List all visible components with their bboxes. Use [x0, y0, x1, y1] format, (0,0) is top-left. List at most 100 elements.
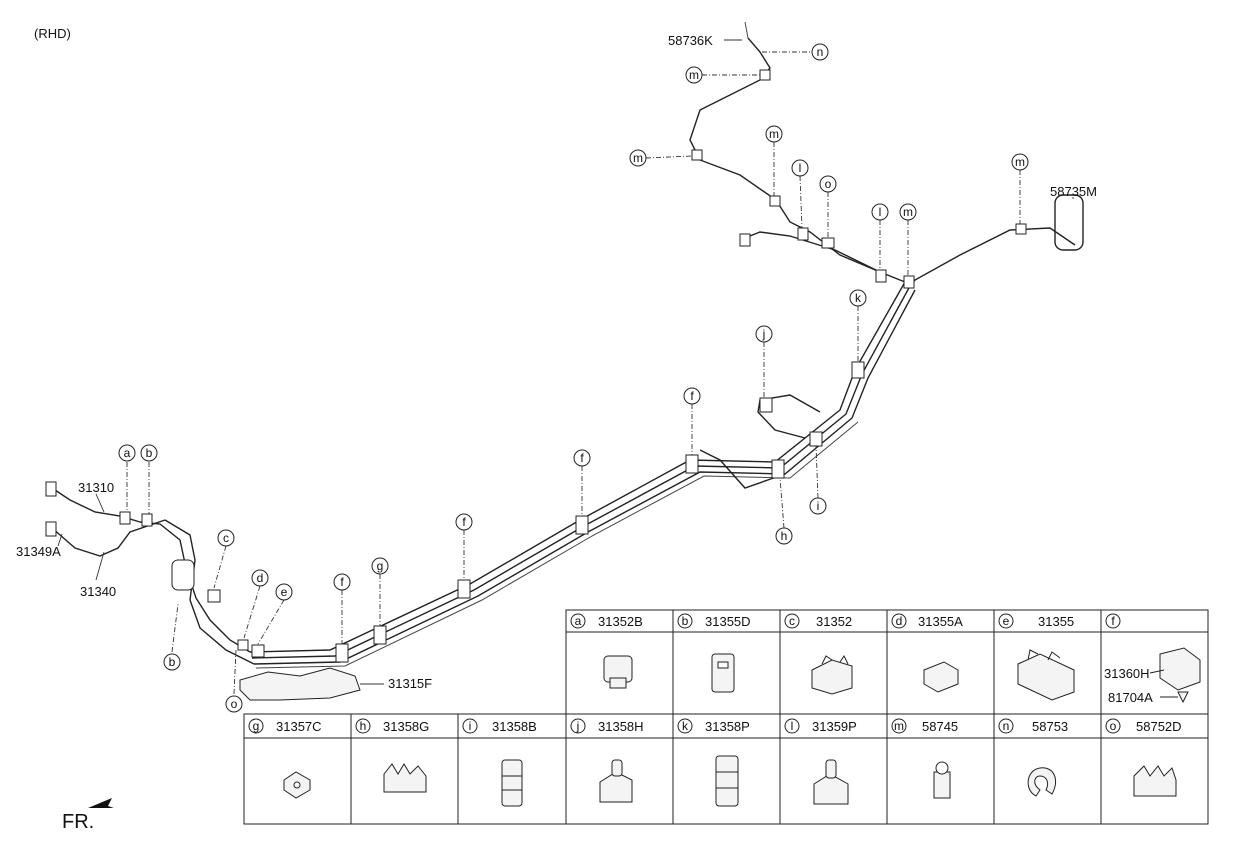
callout-d: d — [251, 569, 269, 587]
callout-b2: b — [163, 653, 181, 671]
clip-k — [851, 361, 865, 379]
svg-text:31358H: 31358H — [598, 719, 644, 734]
callout-c: c — [217, 529, 235, 547]
table-cell-e: e 31355 — [998, 613, 1075, 701]
svg-text:58745: 58745 — [922, 719, 958, 734]
callout-j: j — [755, 325, 773, 343]
svg-text:l: l — [799, 161, 802, 175]
svg-text:g: g — [253, 719, 260, 733]
label-31340: 31340 — [80, 584, 116, 599]
label-31310: 31310 — [78, 480, 114, 495]
svg-text:c: c — [789, 614, 795, 628]
clip-f4 — [685, 454, 699, 474]
callout-f4: f — [683, 387, 701, 405]
svg-text:d: d — [896, 614, 903, 628]
svg-text:31357C: 31357C — [276, 719, 322, 734]
clip-m5 — [1015, 223, 1027, 235]
callout-a: a — [118, 444, 136, 462]
clip-f3 — [575, 515, 589, 535]
svg-text:m: m — [689, 68, 699, 82]
svg-text:b: b — [682, 614, 689, 628]
svg-text:m: m — [1015, 155, 1025, 169]
svg-text:31355: 31355 — [1038, 614, 1074, 629]
table-cell-h: h 31358G — [355, 718, 429, 793]
svg-text:m: m — [903, 205, 913, 219]
svg-text:31358G: 31358G — [383, 719, 429, 734]
clip-f2 — [457, 579, 471, 599]
callout-m5: m — [1011, 153, 1029, 171]
svg-text:d: d — [257, 571, 264, 585]
svg-text:f: f — [340, 575, 344, 589]
clip-f1 — [335, 643, 349, 663]
svg-text:31359P: 31359P — [812, 719, 857, 734]
label-31349A: 31349A — [16, 544, 61, 559]
svg-text:k: k — [682, 719, 689, 733]
clip-g — [373, 625, 387, 645]
table-cell-d: d 31355A — [891, 613, 963, 693]
part-leaders — [57, 39, 1074, 685]
callout-i: i — [809, 497, 827, 515]
svg-text:n: n — [1003, 719, 1010, 733]
callout-f2: f — [455, 513, 473, 531]
table-cell-g: g 31357C — [248, 718, 322, 799]
table-cell-j: j 31358H — [570, 718, 644, 803]
callout-m3: m — [765, 125, 783, 143]
clip-a — [119, 511, 131, 525]
callout-k: k — [849, 289, 867, 307]
callout-e: e — [275, 583, 293, 601]
callout-l1: l — [871, 203, 889, 221]
table-cell-m: m 58745 — [891, 718, 958, 799]
callout-l2: l — [791, 159, 809, 177]
clip-h — [771, 459, 785, 479]
table-cell-c: c 31352 — [784, 613, 853, 695]
callouts: a b c d e f g f f f h i j k l l o m m m … — [118, 43, 1029, 713]
pipe-clips — [119, 69, 1027, 663]
svg-text:j: j — [576, 719, 580, 733]
svg-text:f: f — [462, 515, 466, 529]
svg-text:58752D: 58752D — [1136, 719, 1182, 734]
svg-text:58753: 58753 — [1032, 719, 1068, 734]
hose-loop-58735M — [1054, 194, 1084, 251]
svg-text:31352B: 31352B — [598, 614, 643, 629]
callout-n: n — [811, 43, 829, 61]
svg-text:j: j — [762, 327, 766, 341]
svg-text:f: f — [580, 451, 584, 465]
fitting-31349A — [45, 521, 57, 537]
svg-text:31360H: 31360H — [1104, 666, 1150, 681]
clip-i — [809, 431, 823, 447]
label-58736K: 58736K — [668, 33, 713, 48]
damper-block — [171, 559, 195, 591]
svg-text:31355A: 31355A — [918, 614, 963, 629]
svg-text:m: m — [769, 127, 779, 141]
fitting-rear — [739, 233, 751, 247]
callout-o2: o — [225, 695, 243, 713]
label-31315F: 31315F — [388, 676, 432, 691]
svg-text:k: k — [855, 291, 862, 305]
svg-text:l: l — [791, 719, 794, 733]
clip-b — [141, 513, 153, 527]
clip-m1 — [759, 69, 771, 81]
svg-text:a: a — [575, 614, 582, 628]
callout-m4: m — [899, 203, 917, 221]
table-cell-b: b 31355D — [677, 613, 751, 693]
table-cell-k: k 31358P — [677, 718, 750, 807]
svg-text:f: f — [690, 389, 694, 403]
svg-text:o: o — [231, 697, 238, 711]
clip-c — [207, 589, 221, 603]
heat-shield-31315F — [239, 667, 361, 701]
svg-text:31355D: 31355D — [705, 614, 751, 629]
callout-f3: f — [573, 449, 591, 467]
callout-o1: o — [819, 175, 837, 193]
svg-text:i: i — [469, 719, 472, 733]
svg-text:o: o — [1110, 719, 1117, 733]
svg-text:81704A: 81704A — [1108, 690, 1153, 705]
clip-e — [251, 644, 265, 658]
clip-o — [821, 237, 835, 249]
svg-text:c: c — [223, 531, 229, 545]
svg-text:31352: 31352 — [816, 614, 852, 629]
clip-l2 — [797, 227, 809, 241]
clip-l1 — [875, 269, 887, 283]
table-cell-o: o 58752D — [1105, 718, 1182, 797]
svg-text:31358P: 31358P — [705, 719, 750, 734]
